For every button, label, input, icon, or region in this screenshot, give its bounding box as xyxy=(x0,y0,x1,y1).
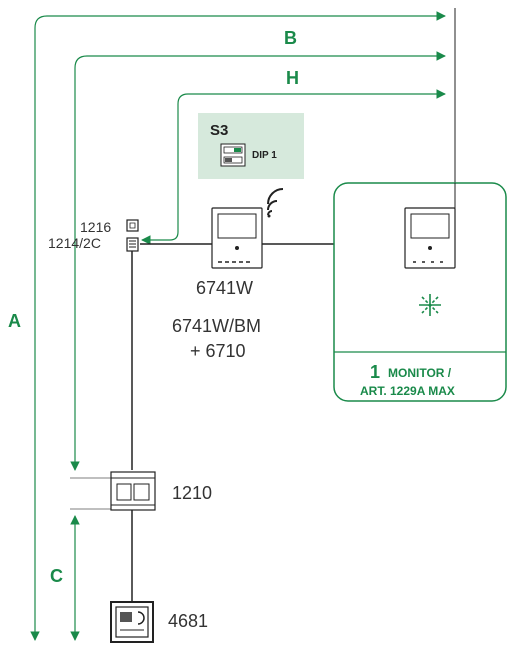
dimension-c-label: C xyxy=(50,566,63,586)
monitor-alt-label-1: 6741W/BM xyxy=(172,316,261,336)
dimension-a: A xyxy=(8,11,446,641)
group-line2: ART. 1229A MAX xyxy=(360,384,455,398)
dimension-b-label: B xyxy=(284,28,297,48)
dimension-h: H xyxy=(141,68,446,245)
expansion-asterisk-icon xyxy=(419,294,441,316)
group-count: 1 xyxy=(370,362,380,382)
device-1216-label: 1216 xyxy=(80,219,111,235)
device-1214-label: 1214/2C xyxy=(48,235,101,251)
device-4681-label: 4681 xyxy=(168,611,208,631)
monitor-6741w: 6741W 6741W/BM + 6710 xyxy=(172,207,263,361)
s3-title: S3 xyxy=(210,122,228,139)
monitor-alt-label-2: + 6710 xyxy=(190,341,246,361)
device-1216-1214: 1216 1214/2C xyxy=(48,219,139,252)
monitor-main-label: 6741W xyxy=(196,278,253,298)
dimension-c: C xyxy=(50,515,80,641)
s3-dip-panel: S3 DIP 1 xyxy=(198,113,304,179)
device-4681: 4681 xyxy=(110,601,208,643)
s3-dip-label: DIP 1 xyxy=(252,150,277,161)
dimension-a-label: A xyxy=(8,311,21,331)
device-1210: 1210 xyxy=(110,471,212,511)
group-line1: MONITOR / xyxy=(388,366,452,380)
dimension-h-label: H xyxy=(286,68,299,88)
device-1210-label: 1210 xyxy=(172,483,212,503)
wifi-icon xyxy=(267,188,284,218)
dimension-b: B xyxy=(70,28,446,471)
monitor-group-box: 1 MONITOR / ART. 1229A MAX xyxy=(333,182,507,402)
